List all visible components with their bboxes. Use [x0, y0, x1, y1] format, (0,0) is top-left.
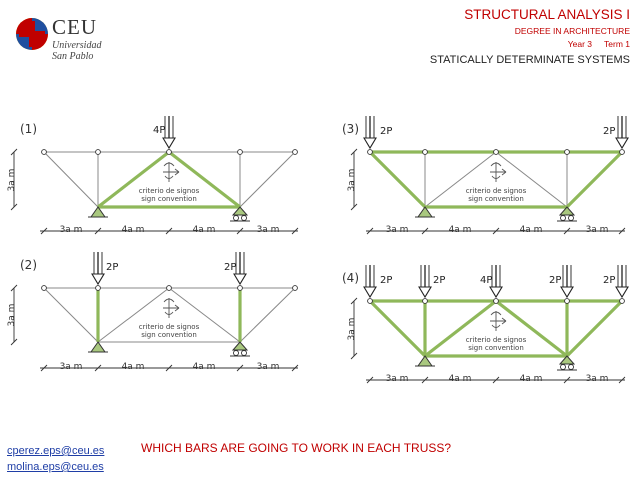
truss-4-span-1: 3a m	[386, 374, 409, 384]
truss-1-height-label: 3a m	[7, 169, 17, 192]
topic-title: STATICALLY DETERMINATE SYSTEMS	[429, 54, 630, 66]
logo-university-name: Universidad San Pablo	[52, 40, 101, 62]
truss-4-load-3: 4P	[480, 275, 492, 286]
truss-4: (4) 2P 2P 4P 2P 2P criterio de signos si…	[342, 264, 629, 384]
truss-2-span-3: 4a m	[193, 362, 216, 372]
truss-1-span-3: 4a m	[193, 225, 216, 235]
truss-4-height-label: 3a m	[347, 318, 357, 341]
truss-2-load-1: 2P	[106, 262, 118, 273]
degree-label: DEGREE IN ARCHITECTURE	[514, 26, 630, 36]
truss-2-span-4: 3a m	[257, 362, 280, 372]
contact-email-2[interactable]: molina.eps@ceu.es	[7, 461, 104, 473]
contact-email-1[interactable]: cperez.eps@ceu.es	[7, 445, 105, 457]
course-title: STRUCTURAL ANALYSIS I	[464, 7, 630, 22]
truss-2-span-1: 3a m	[60, 362, 83, 372]
logo-line-2: San Pablo	[52, 51, 94, 62]
truss-3-span-3: 4a m	[520, 225, 543, 235]
truss-4-load-5: 2P	[603, 275, 615, 286]
truss-4-sign-label-en: sign convention	[468, 344, 524, 352]
truss-1-number: (1)	[20, 122, 37, 136]
truss-4-load-2: 2P	[433, 275, 445, 286]
truss-2-number: (2)	[20, 258, 37, 272]
truss-1-span-1: 3a m	[60, 225, 83, 235]
truss-3-sign-label-es: criterio de signos	[466, 187, 527, 195]
truss-3-load-2: 2P	[603, 126, 615, 137]
term-label: Term 1	[604, 39, 630, 49]
truss-2-active-bars	[96, 288, 242, 342]
truss-4-number: (4)	[342, 271, 359, 285]
truss-4-span-4: 3a m	[586, 374, 609, 384]
truss-3-span-2: 4a m	[449, 225, 472, 235]
truss-3-load-1: 2P	[380, 126, 392, 137]
truss-1-sign-label-es: criterio de signos	[139, 187, 200, 195]
truss-3-active-bars	[368, 150, 624, 209]
truss-3-height-label: 3a m	[347, 169, 357, 192]
truss-2-sign-label-en: sign convention	[141, 331, 197, 339]
truss-4-load-4: 2P	[549, 275, 561, 286]
truss-4-span-3: 4a m	[520, 374, 543, 384]
truss-2-span-2: 4a m	[122, 362, 145, 372]
truss-3-span-4: 3a m	[586, 225, 609, 235]
question-text: WHICH BARS ARE GOING TO WORK IN EACH TRU…	[141, 441, 452, 455]
truss-1: (1) 4P criterio de signos sign conventio…	[7, 115, 299, 235]
truss-2-load-2: 2P	[224, 262, 236, 273]
truss-3-number: (3)	[342, 122, 359, 136]
year-term: Year 3 Term 1	[568, 39, 630, 49]
truss-2-height-label: 3a m	[7, 304, 17, 327]
year-label: Year 3	[567, 39, 593, 49]
ceu-emblem-icon	[16, 18, 48, 50]
truss-1-sign-label-en: sign convention	[141, 195, 197, 203]
truss-3: (3) 2P 2P criterio de signos sign conven…	[342, 115, 629, 235]
truss-4-span-2: 4a m	[449, 374, 472, 384]
truss-1-active-bars	[97, 150, 241, 209]
truss-4-load-1: 2P	[380, 275, 392, 286]
logo-line-1: Universidad	[52, 40, 102, 51]
truss-4-sign-label-es: criterio de signos	[466, 336, 527, 344]
ceu-logo: CEU Universidad San Pablo	[12, 15, 132, 65]
truss-3-sign-label-en: sign convention	[468, 195, 524, 203]
truss-3-span-1: 3a m	[386, 225, 409, 235]
truss-1-load-1: 4P	[153, 125, 165, 136]
truss-1-span-4: 3a m	[257, 225, 280, 235]
logo-acronym: CEU	[52, 15, 97, 39]
truss-2: (2) 2P 2P criterio de signos sign conven…	[7, 251, 299, 372]
truss-1-span-2: 4a m	[122, 225, 145, 235]
truss-2-sign-label-es: criterio de signos	[139, 323, 200, 331]
